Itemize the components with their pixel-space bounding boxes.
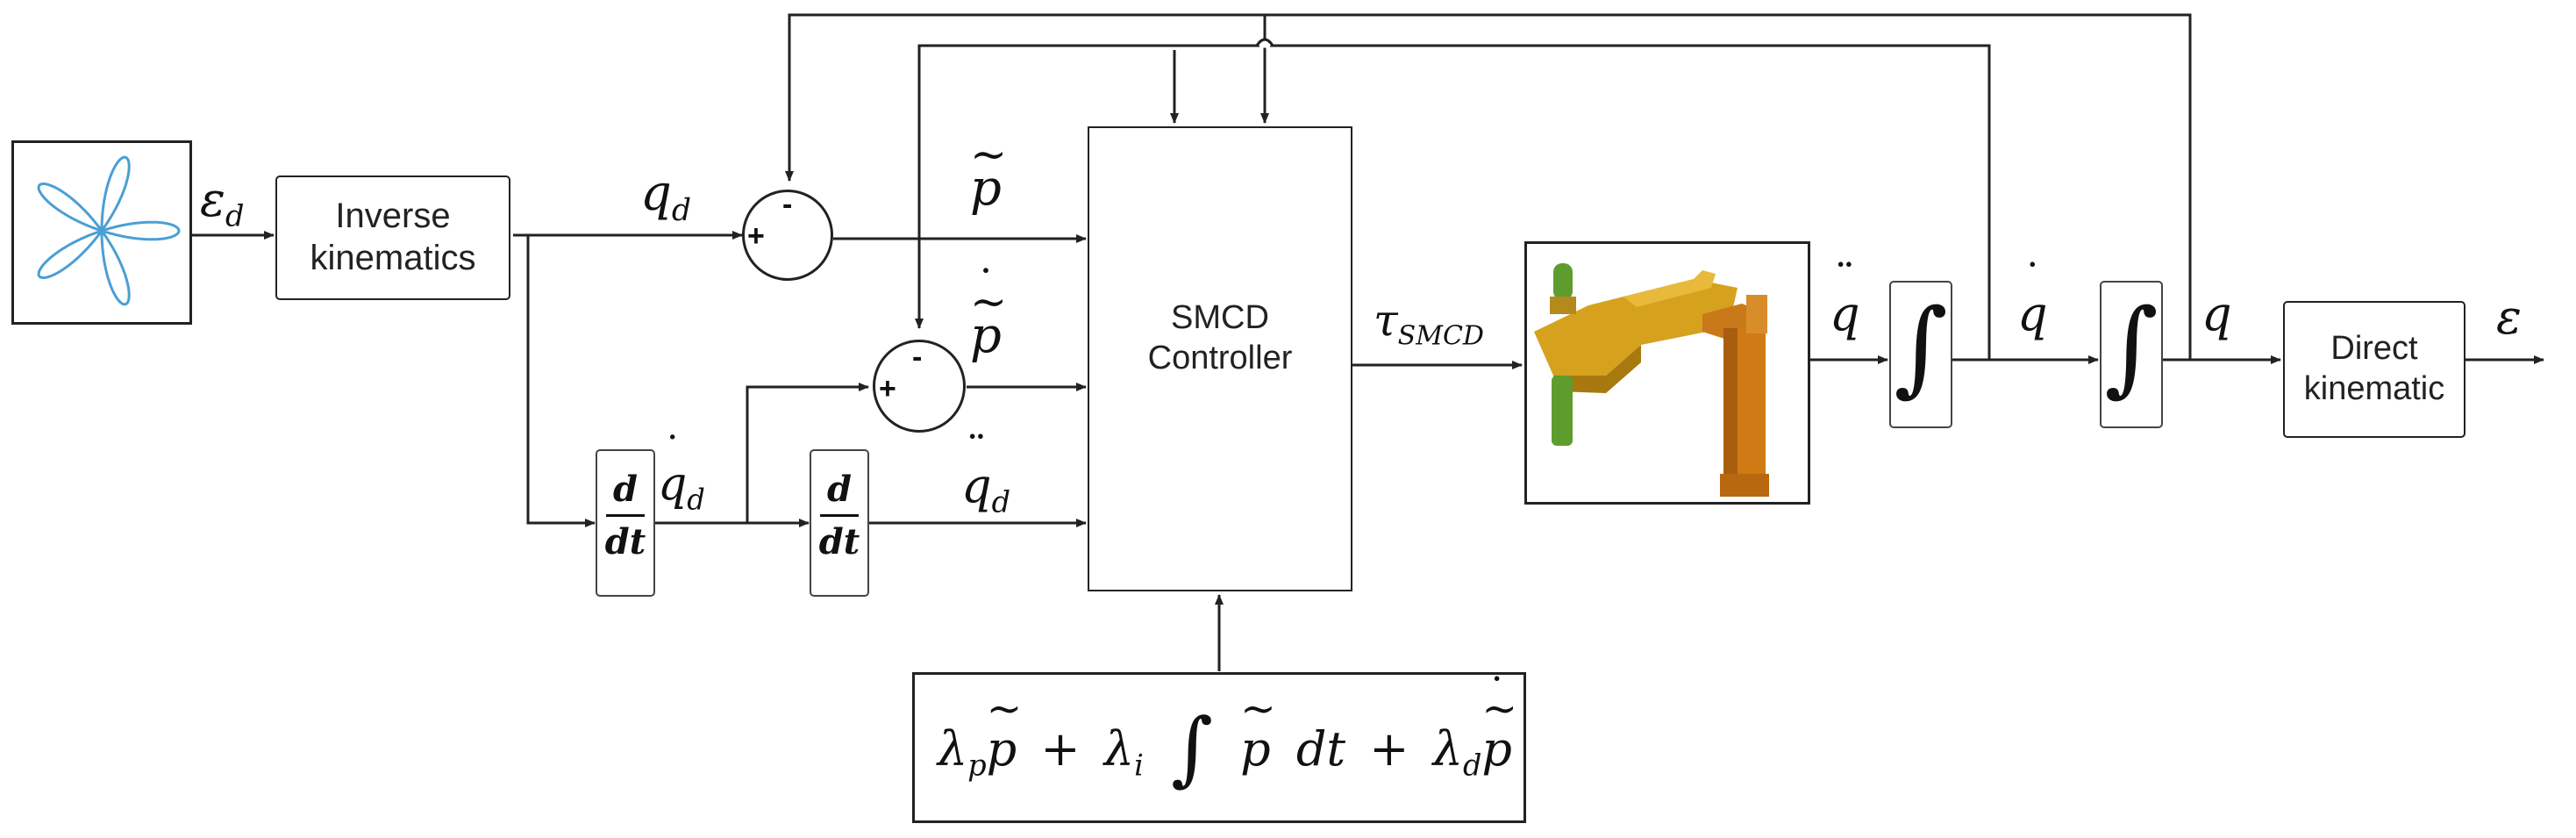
lambda-p: λp <box>938 721 987 783</box>
lambda-d: λd <box>1432 721 1482 783</box>
derivative-1-denominator: dt <box>604 521 646 562</box>
derivative-2-numerator: d <box>827 469 852 510</box>
derivative-2-fraction-bar <box>820 514 859 517</box>
smcd-controller-block: SMCD Controller <box>1088 126 1352 591</box>
scara-robot-block <box>1524 241 1810 505</box>
sliding-surface-block: λpp~ + λi ∫ p~ dt + λdp~˙ <box>912 672 1526 823</box>
sum2-plus-sign: + <box>879 372 896 405</box>
integral-sign: ∫ <box>1170 701 1213 795</box>
smcd-controller-label-2: Controller <box>1147 340 1293 376</box>
integrator-1-symbol: ∫ <box>1894 286 1948 407</box>
smcd-controller-label-1: SMCD <box>1171 299 1269 336</box>
sum2-minus-sign: - <box>912 340 923 374</box>
lambda-i: λi <box>1103 721 1144 783</box>
p-tilde-term: p~ <box>986 684 1023 777</box>
summing-junction-position <box>742 190 833 281</box>
feedback-q-dot <box>915 44 1991 360</box>
label-p-tilde-dot: p~˙ <box>970 261 1008 364</box>
derivative-2-denominator: dt <box>818 521 860 562</box>
label-tau-smcd: τSMCD <box>1374 295 1484 352</box>
direct-kinematic-block: Direct kinematic <box>2283 301 2465 438</box>
dt-term: dt <box>1295 721 1346 777</box>
derivative-block-2: d dt <box>810 449 869 597</box>
derivative-block-1: d dt <box>596 449 655 597</box>
p-tilde-integrand: p~ <box>1240 684 1276 777</box>
sliding-surface-equation: λpp~ + λi ∫ p~ dt + λdp~˙ <box>938 670 1518 801</box>
integrator-block-1: ∫ <box>1889 281 1952 428</box>
inverse-kinematics-block: Inverse kinematics <box>275 175 510 300</box>
rose-curve-icon <box>37 155 181 306</box>
p-tilde-dot-term: p~˙ <box>1481 670 1518 777</box>
line-qd-dot-branch <box>746 383 869 523</box>
integrator-block-2: ∫ <box>2100 281 2163 428</box>
label-q: q <box>2201 286 2232 341</box>
plus-1: + <box>1040 721 1081 777</box>
label-q-d: qd <box>640 165 692 229</box>
integrator-2-symbol: ∫ <box>2104 286 2159 407</box>
direct-kinematic-label-1: Direct <box>2330 330 2418 367</box>
plus-2: + <box>1369 721 1409 777</box>
feedback-q-outer <box>785 13 2192 360</box>
inverse-kinematics-label-1: Inverse <box>335 197 451 235</box>
direct-kinematic-label-2: kinematic <box>2303 370 2445 407</box>
label-epsilon: ε <box>2496 290 2522 345</box>
label-epsilon-d: εd <box>200 172 245 233</box>
summing-junction-velocity <box>873 340 966 433</box>
label-p-tilde: p~ <box>970 127 1008 217</box>
sum1-plus-sign: + <box>747 219 765 253</box>
label-q-d-dot: q˙d <box>658 428 705 517</box>
reference-trajectory-box <box>11 140 192 325</box>
sum1-minus-sign: - <box>782 188 793 221</box>
label-q-d-ddot: q¨d <box>961 427 1011 519</box>
inverse-kinematics-label-2: kinematics <box>310 239 476 277</box>
scara-robot-icon <box>1534 263 1769 497</box>
derivative-1-numerator: d <box>613 469 638 510</box>
label-q-dot: q˙ <box>2017 255 2048 341</box>
derivative-1-fraction-bar <box>606 514 645 517</box>
label-q-ddot: q¨ <box>1830 255 1860 341</box>
line-qd-branch <box>526 235 596 527</box>
